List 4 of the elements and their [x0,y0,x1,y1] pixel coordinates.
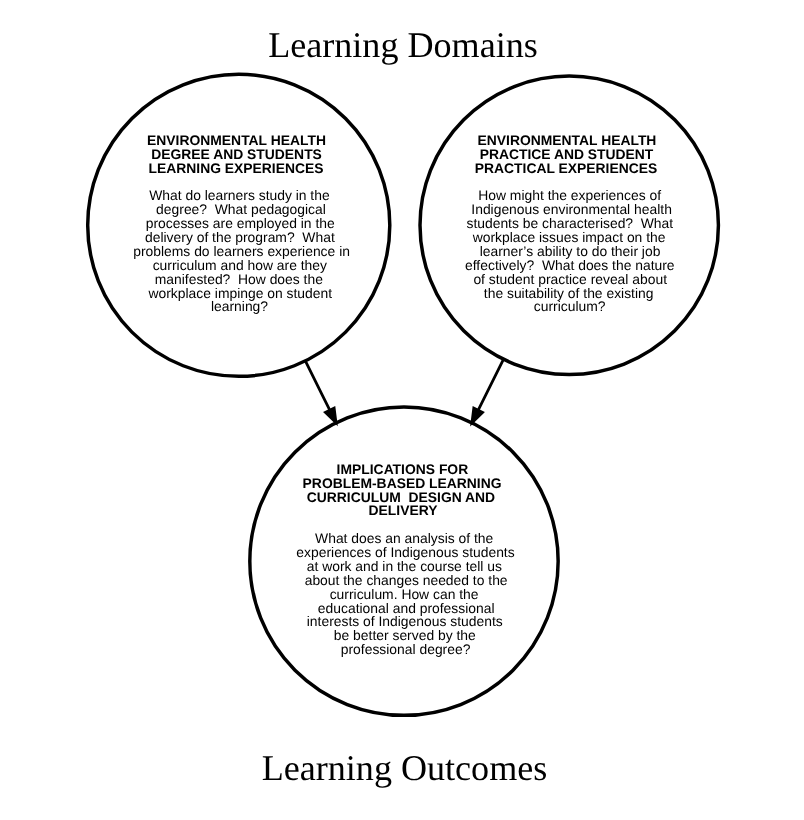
arrow [303,360,337,427]
arrow [469,358,504,427]
diagram-title: Learning Domains [267,25,537,66]
label: Learning Outcomes [260,748,547,789]
